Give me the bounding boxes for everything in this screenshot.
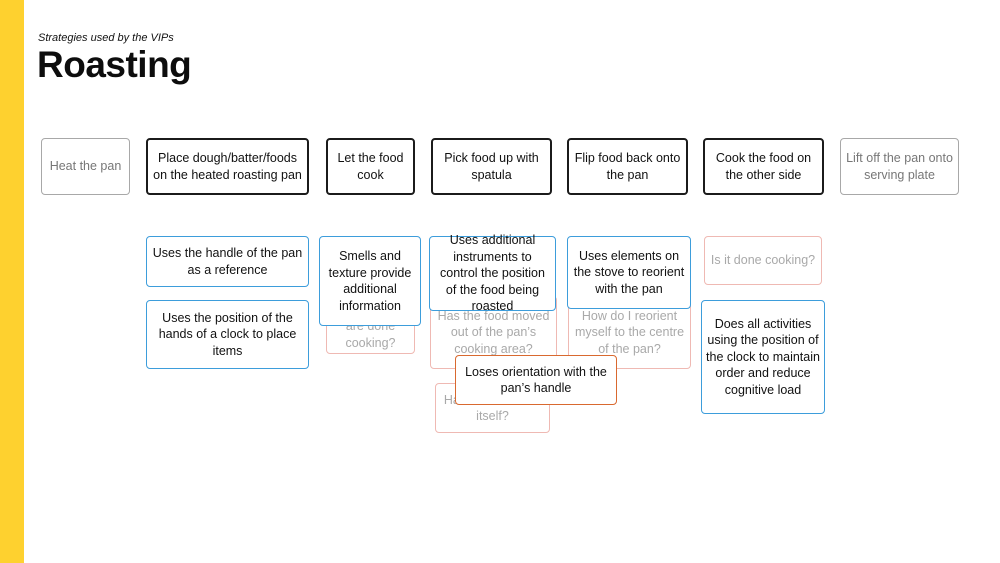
step-cook-other-side: Cook the food on the other side — [703, 138, 824, 195]
strategy-smell-texture: Smells and texture provide additional in… — [319, 236, 421, 326]
step-flip-food: Flip food back onto the pan — [567, 138, 688, 195]
slide-title: Roasting — [37, 44, 192, 85]
step-let-food-cook: Let the food cook — [326, 138, 415, 195]
question-is-it-done: Is it done cooking? — [704, 236, 822, 285]
step-place-food: Place dough/batter/foods on the heated r… — [146, 138, 309, 195]
strategy-clock-order: Does all activities using the position o… — [701, 300, 825, 414]
accent-bar — [0, 0, 24, 563]
strategy-handle-reference: Uses the handle of the pan as a referenc… — [146, 236, 309, 287]
strategy-stove-elements: Uses elements on the stove to reorient w… — [567, 236, 691, 309]
step-pick-up-food: Pick food up with spatula — [431, 138, 552, 195]
step-heat-the-pan: Heat the pan — [41, 138, 130, 195]
challenge-loses-orientation: Loses orientation with the pan’s handle — [455, 355, 617, 405]
step-lift-off-pan: Lift off the pan onto serving plate — [840, 138, 959, 195]
strategy-clock-hands: Uses the position of the hands of a cloc… — [146, 300, 309, 369]
strategy-additional-instruments: Uses additional instruments to control t… — [429, 233, 556, 313]
slide-subtitle: Strategies used by the VIPs — [38, 32, 174, 44]
